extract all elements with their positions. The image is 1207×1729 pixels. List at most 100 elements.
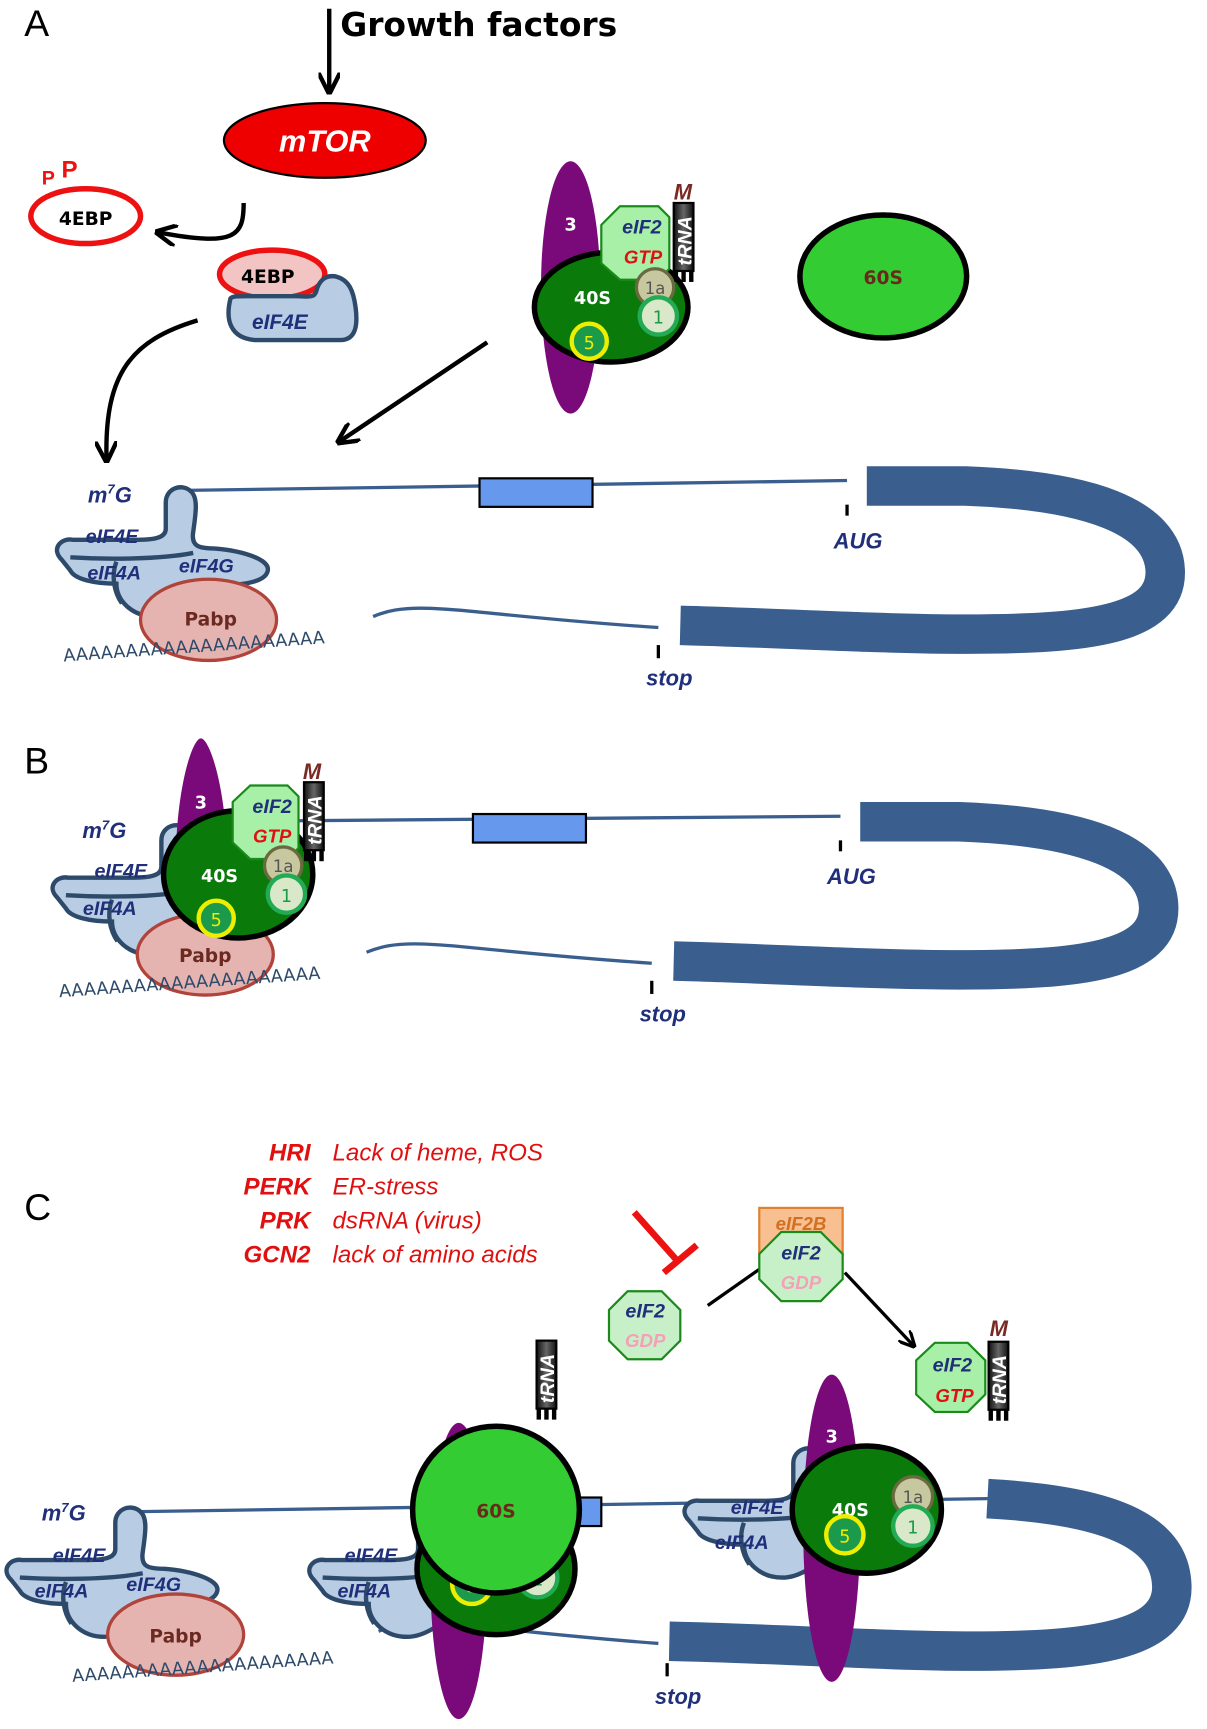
trna-label-b: tRNA — [305, 795, 327, 844]
eif2-label: eIF2 — [622, 217, 662, 239]
eif5-node — [569, 321, 609, 361]
m7g-cap-label-c: m7G — [42, 1500, 86, 1526]
gdp-free-label: GDP — [625, 1330, 666, 1351]
40s-label-b: 40S — [201, 867, 238, 887]
pabp-label: Pabp — [185, 609, 237, 630]
aug-label-b: AUG — [826, 864, 876, 889]
cause-hri: Lack of heme, ROS — [333, 1140, 544, 1167]
pabp-label-c: Pabp — [149, 1626, 201, 1647]
ternary-complex — [915, 1341, 987, 1414]
eif4e-label-c: eIF4E — [53, 1545, 106, 1567]
panel-label-c: C — [24, 1186, 51, 1228]
4ebp-bound-label: 4EBP — [241, 267, 295, 288]
coding-region — [679, 466, 1185, 654]
eif2-gdp-bound — [758, 1230, 844, 1303]
43s-complex-a: 3 eIF2 GTP tRNA M 40S 1a 1 5 — [531, 161, 696, 414]
60s-label: 60S — [864, 268, 903, 289]
3utr-line — [372, 606, 659, 630]
release-arrow — [106, 318, 199, 458]
60s-subunit — [797, 212, 970, 341]
eif2-gdp-bound-label: eIF2 — [781, 1242, 821, 1264]
mtor-label: mTOR — [279, 123, 371, 158]
stop-label-b: stop — [640, 1001, 686, 1026]
cause-perk: ER-stress — [333, 1174, 439, 1201]
eif4a-label-c: eIF4A — [35, 1580, 89, 1602]
40s-label: 40S — [574, 289, 611, 309]
trna-ternary-label: tRNA — [989, 1355, 1011, 1404]
trna-free-label: tRNA — [537, 1354, 559, 1403]
eif2-label-b: eIF2 — [252, 796, 292, 818]
eif2-gdp-free-label: eIF2 — [625, 1301, 665, 1323]
eif4a-label-c3: eIF4A — [715, 1532, 769, 1554]
cause-prk: dsRNA (virus) — [333, 1208, 482, 1235]
growth-factors-label: Growth factors — [340, 5, 617, 44]
eif1-label: 1 — [653, 309, 664, 329]
eif1-node — [637, 295, 680, 337]
kinase-hri: HRI — [269, 1140, 312, 1167]
eif4e-label-c2: eIF4E — [345, 1545, 398, 1567]
m7g-cap-label: m7G — [88, 482, 132, 508]
mrna-a: AUG stop — [186, 466, 1185, 691]
eif5-label-b: 5 — [211, 911, 222, 931]
mrna-c: stop — [131, 1478, 1192, 1709]
43s-complex-c: 3 40S 1a 1 5 — [789, 1374, 945, 1682]
phospho-label-2: P — [62, 157, 78, 184]
eif4e-bound-label: eIF4E — [252, 311, 309, 334]
stop-label: stop — [646, 666, 692, 691]
eif4a-label-b: eIF4A — [83, 898, 137, 920]
pabp-label-b: Pabp — [179, 946, 231, 967]
mtor-node — [222, 102, 427, 179]
phospho-label-1: P — [42, 167, 55, 189]
eif1a-label: 1a — [645, 279, 666, 298]
kinase-prk: PRK — [260, 1208, 313, 1235]
eif4e-label-c3: eIF4E — [731, 1497, 784, 1519]
exchange-line — [706, 1267, 761, 1307]
60s-subunit-c — [409, 1423, 583, 1596]
eif2b-label: eIF2B — [776, 1213, 827, 1234]
eif4a-label: eIF4A — [87, 562, 141, 584]
gtp-label-b: GTP — [253, 826, 292, 847]
eif4g-label: eIF4G — [179, 556, 234, 578]
80s-ribosome: 5 1 60S — [409, 1422, 583, 1720]
eif1a-label-c2: 1a — [903, 1488, 924, 1507]
eif1-node-c2 — [890, 1504, 935, 1548]
phosphorylation-arrow — [159, 202, 246, 239]
4ebp-phosphorylated — [28, 185, 144, 247]
exchange-arrow — [843, 1271, 913, 1345]
panel-label-b: B — [24, 739, 49, 781]
gdp-bound-label: GDP — [781, 1272, 822, 1293]
eif4e-label-b: eIF4E — [94, 861, 147, 883]
eif3-label-b: 3 — [195, 794, 207, 814]
coding-region-b — [673, 801, 1179, 990]
eif4g-label-c: eIF4G — [126, 1574, 181, 1596]
eif5-node-c2 — [824, 1513, 866, 1556]
eif1-node-b — [265, 873, 308, 915]
gtp-label: GTP — [624, 246, 663, 267]
eif1a-label-b: 1a — [273, 857, 294, 876]
met-ternary-label: M — [990, 1316, 1009, 1341]
gtp-ternary-label: GTP — [935, 1385, 974, 1406]
mrna-b: AUG stop — [181, 801, 1179, 1026]
4ebp-free-label: 4EBP — [59, 209, 113, 230]
pabp-node — [138, 577, 279, 663]
eif1-label-c2: 1 — [907, 1519, 918, 1539]
eif1-label-b: 1 — [281, 887, 292, 907]
eif2-ternary-label: eIF2 — [933, 1354, 973, 1376]
eif4e-bound — [226, 273, 359, 343]
3utr-line-b — [365, 942, 652, 965]
kinase-gcn2: GCN2 — [244, 1242, 312, 1269]
pabp-node-c — [105, 1592, 246, 1677]
trna-label: tRNA — [674, 216, 696, 265]
eif4e-label: eIF4E — [86, 526, 139, 548]
60s-label-c: 60S — [476, 1501, 515, 1522]
met-label-b: M — [303, 759, 322, 784]
kinase-perk: PERK — [244, 1174, 313, 1201]
stop-label-c: stop — [655, 1684, 701, 1709]
eif3-label: 3 — [564, 215, 576, 235]
inhibition-symbol — [631, 1210, 699, 1276]
eif5-label: 5 — [584, 334, 595, 354]
eif5-label-c2: 5 — [839, 1527, 850, 1547]
stress-kinase-list: HRI Lack of heme, ROS PERK ER-stress PRK… — [244, 1140, 544, 1269]
panel-label-a: A — [24, 2, 49, 44]
